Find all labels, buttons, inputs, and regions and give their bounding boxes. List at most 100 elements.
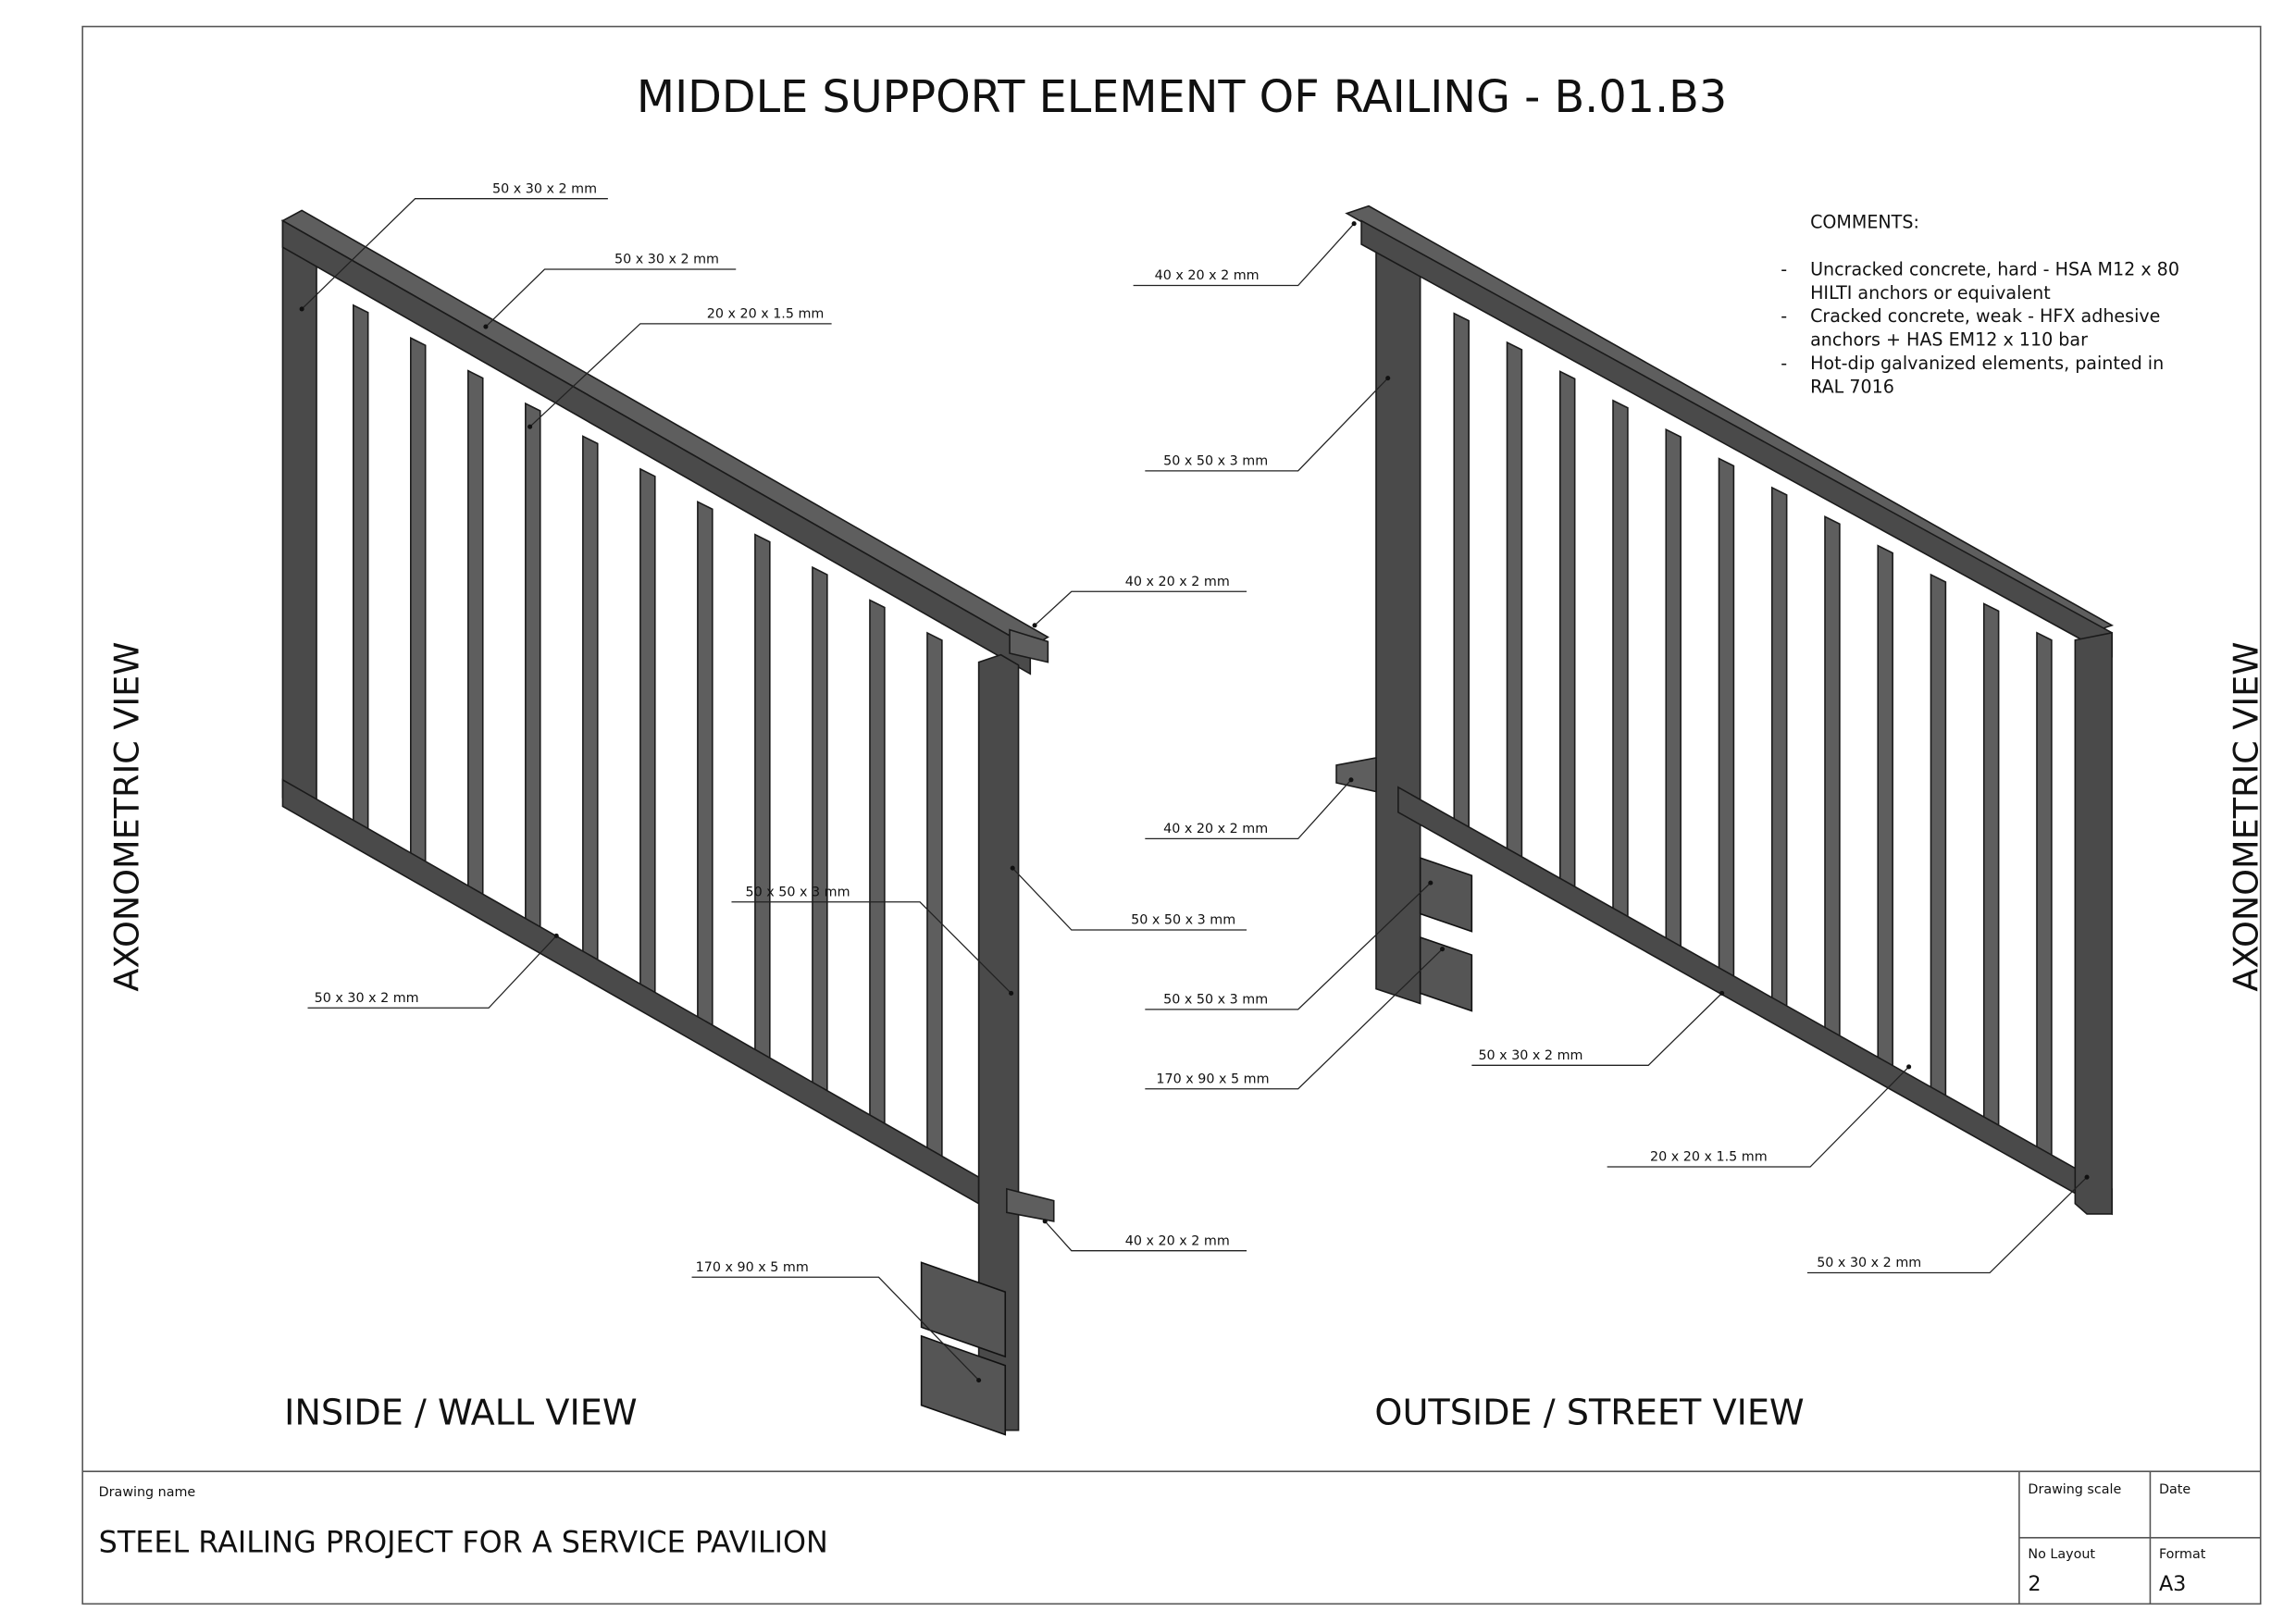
anchor-plate — [1419, 856, 1473, 933]
dimension-label: 50 x 30 x 2 mm — [492, 181, 597, 196]
drawing-name-label: Drawing name — [99, 1485, 196, 1500]
bracket-bottom — [1006, 1187, 1055, 1222]
dimension-label: 50 x 50 x 3 mm — [746, 885, 850, 899]
layout-value: 2 — [2028, 1572, 2041, 1596]
sheet-border — [81, 25, 2262, 1605]
leader-line — [485, 268, 737, 328]
dimension-label: 40 x 20 x 2 mm — [1155, 268, 1260, 283]
dimension-label: 50 x 50 x 3 mm — [1163, 454, 1268, 469]
leader-line — [691, 1276, 980, 1381]
anchor-plate — [920, 1334, 1007, 1436]
dimension-label: 50 x 30 x 2 mm — [315, 991, 419, 1006]
baluster — [1665, 427, 1682, 963]
leader-line — [1806, 1176, 2088, 1274]
leader-line — [301, 198, 608, 310]
baluster — [1982, 602, 2000, 1138]
dimension-label: 50 x 50 x 3 mm — [1163, 993, 1268, 1008]
baluster — [2036, 631, 2053, 1167]
leader-line — [307, 935, 557, 1009]
baluster — [1506, 341, 1523, 876]
baluster — [926, 631, 943, 1178]
leader-line — [1145, 882, 1432, 1010]
baluster — [1877, 544, 1893, 1080]
leader-arrow-icon — [1906, 1064, 1912, 1070]
leader-arrow-icon — [1351, 221, 1357, 227]
comment-bullet: - — [1781, 259, 1787, 279]
leader-arrow-icon — [527, 424, 533, 429]
drawing-title: MIDDLE SUPPORT ELEMENT OF RAILING - B.01… — [637, 72, 1727, 123]
baluster — [812, 565, 828, 1112]
comment-line: HILTI anchors or equivalent — [1810, 283, 2051, 304]
leader-arrow-icon — [1719, 990, 1725, 996]
leader-arrow-icon — [2084, 1174, 2090, 1180]
baluster — [639, 467, 656, 1013]
baluster — [1453, 312, 1470, 848]
top-rail — [280, 209, 1049, 649]
top-rail-face — [281, 219, 1032, 675]
side-label-left: AXONOMETRIC VIEW — [107, 642, 147, 992]
comment-line: RAL 7016 — [1810, 378, 1894, 398]
baluster — [1612, 399, 1629, 935]
leader-arrow-icon — [976, 1378, 982, 1383]
format-value: A3 — [2159, 1572, 2186, 1596]
leader-line — [1034, 590, 1247, 626]
leader-arrow-icon — [1010, 865, 1015, 871]
baluster — [410, 336, 427, 883]
leader-arrow-icon — [553, 933, 559, 938]
bracket-top — [1009, 628, 1049, 663]
date-label: Date — [2159, 1482, 2191, 1497]
dimension-label: 20 x 20 x 1.5 mm — [707, 306, 825, 321]
dimension-label: 50 x 30 x 2 mm — [1817, 1256, 1921, 1270]
baluster — [467, 369, 484, 915]
dimension-label: 40 x 20 x 2 mm — [1125, 575, 1230, 589]
leader-arrow-icon — [1428, 880, 1433, 886]
anchor-plate — [1419, 935, 1473, 1012]
post-right — [2074, 631, 2113, 1215]
comment-line: Cracked concrete, weak - HFX adhesive — [1810, 306, 2160, 327]
title-block: Drawing name STEEL RAILING PROJECT FOR A… — [82, 1470, 2261, 1604]
dimension-label: 40 x 20 x 2 mm — [1163, 822, 1268, 836]
baluster — [697, 501, 714, 1047]
format-label: Format — [2159, 1547, 2206, 1562]
baluster — [1558, 370, 1576, 906]
leader-arrow-icon — [1032, 623, 1037, 628]
baluster — [1824, 515, 1841, 1050]
leader-arrow-icon — [1348, 777, 1354, 783]
drawing-scale-label: Drawing scale — [2028, 1482, 2121, 1497]
bracket — [1335, 757, 1377, 793]
leader-arrow-icon — [1439, 947, 1446, 952]
comment-bullet: - — [1781, 353, 1787, 374]
baluster — [582, 435, 599, 981]
leader-line — [1145, 948, 1443, 1090]
baluster — [869, 599, 886, 1145]
anchor-plate — [920, 1261, 1007, 1358]
leader-arrow-icon — [1042, 1219, 1048, 1224]
comment-line: anchors + HAS EM12 x 110 bar — [1810, 330, 2088, 351]
dimension-label: 50 x 50 x 3 mm — [1131, 913, 1235, 928]
leader-arrow-icon — [299, 306, 304, 312]
leader-arrow-icon — [483, 324, 489, 329]
comment-bullet: - — [1781, 306, 1787, 327]
baluster — [1770, 486, 1788, 1022]
leader-arrow-icon — [1385, 376, 1391, 381]
dimension-label: 170 x 90 x 5 mm — [1156, 1072, 1269, 1086]
leader-line — [1044, 1220, 1247, 1252]
leader-line — [1607, 1066, 1910, 1168]
dimension-label: 40 x 20 x 2 mm — [1125, 1233, 1230, 1248]
post-left — [1375, 234, 1421, 1005]
dimension-label: 50 x 30 x 2 mm — [614, 253, 719, 267]
view-label-inside: INSIDE / WALL VIEW — [284, 1392, 637, 1432]
layout-label: No Layout — [2028, 1547, 2095, 1562]
baluster — [1718, 457, 1735, 993]
baluster — [352, 304, 369, 849]
baluster — [754, 533, 771, 1079]
dimension-label: 20 x 20 x 1.5 mm — [1650, 1150, 1768, 1165]
dimension-labels: 50 x 30 x 2 mm 50 x 30 x 2 mm 20 x 20 x 1.… — [299, 181, 2090, 1383]
leader-line — [1011, 867, 1247, 931]
comment-line: Uncracked concrete, hard - HSA M12 x 80 — [1810, 259, 2179, 279]
baluster — [525, 402, 541, 948]
comments-block: COMMENTS: - Uncracked concrete, hard - H… — [1781, 212, 2179, 397]
dimension-label: 50 x 30 x 2 mm — [1478, 1048, 1582, 1063]
comments-heading: COMMENTS: — [1810, 212, 1919, 232]
